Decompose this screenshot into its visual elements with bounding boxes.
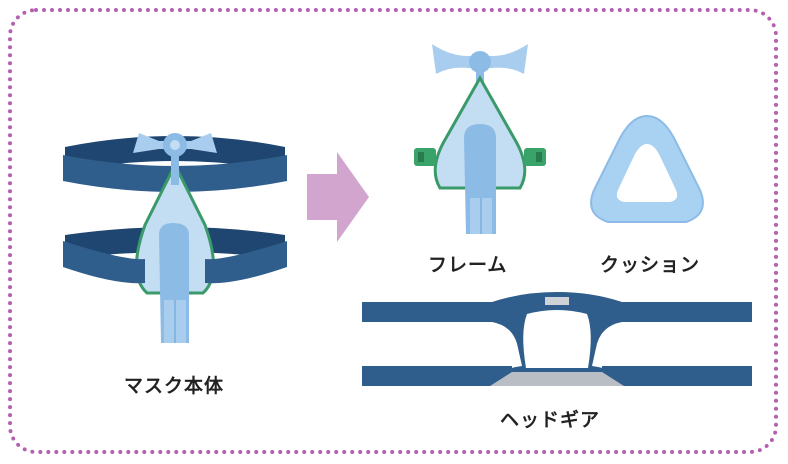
cushion-illustration [590, 114, 704, 223]
dotted-border-frame [8, 8, 778, 454]
headgear-illustration [362, 292, 752, 386]
mask-body-illustration [63, 133, 287, 343]
frame-illustration [414, 44, 546, 234]
mask-body-label: マスク本体 [124, 375, 225, 397]
arrow-right-icon [307, 152, 369, 242]
frame-label: フレーム [428, 254, 508, 276]
headgear-label: ヘッドギア [500, 409, 601, 431]
cushion-label: クッション [600, 254, 701, 276]
